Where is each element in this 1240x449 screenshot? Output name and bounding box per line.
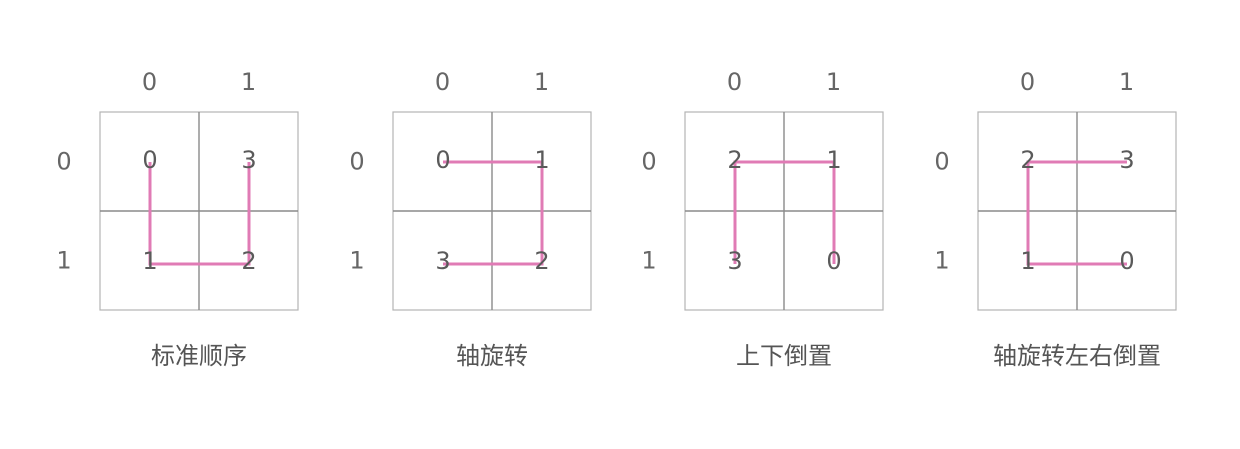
row-label: 1 (349, 247, 364, 275)
row-label: 1 (934, 247, 949, 275)
cell-number: 0 (142, 146, 157, 174)
cell-number: 3 (435, 247, 450, 275)
diagram-panel: 0 1 0 1 2 3 1 0 轴旋转左右倒置 (934, 68, 1177, 370)
row-label: 0 (349, 148, 364, 176)
cell-number: 2 (241, 247, 256, 275)
cell-number: 1 (826, 146, 841, 174)
column-label: 1 (241, 68, 256, 96)
cell-number: 3 (241, 146, 256, 174)
cell-number: 0 (435, 146, 450, 174)
cell-number: 3 (727, 247, 742, 275)
traversal-path (733, 160, 836, 264)
column-label: 1 (534, 68, 549, 96)
cell-number: 1 (534, 146, 549, 174)
cell-number: 1 (142, 247, 157, 275)
row-label: 1 (641, 247, 656, 275)
row-label: 1 (56, 247, 71, 275)
diagram-caption: 标准顺序 (151, 342, 247, 370)
cell-number: 0 (826, 247, 841, 275)
diagram-caption: 轴旋转 (456, 342, 528, 370)
column-label: 1 (1119, 68, 1134, 96)
cell-number: 2 (727, 146, 742, 174)
diagram-panel: 0 1 0 1 0 3 1 2 标准顺序 (56, 68, 299, 370)
cell-number: 2 (1020, 146, 1035, 174)
diagram-panel: 0 1 0 1 0 1 3 2 轴旋转 (349, 68, 592, 370)
column-label: 0 (727, 68, 742, 96)
cell-number: 2 (534, 247, 549, 275)
row-label: 0 (56, 148, 71, 176)
column-label: 0 (1020, 68, 1035, 96)
column-label: 1 (826, 68, 841, 96)
column-label: 0 (435, 68, 450, 96)
row-label: 0 (934, 148, 949, 176)
diagram-caption: 上下倒置 (736, 342, 832, 370)
column-label: 0 (142, 68, 157, 96)
cell-number: 0 (1119, 247, 1134, 275)
row-label: 0 (641, 148, 656, 176)
traversal-path (148, 162, 251, 266)
diagram-caption: 轴旋转左右倒置 (993, 342, 1161, 370)
diagram-panel: 0 1 0 1 2 1 3 0 上下倒置 (641, 68, 884, 370)
traversal-path (443, 160, 544, 266)
cell-number: 3 (1119, 146, 1134, 174)
traversal-path (1026, 160, 1127, 266)
cell-number: 1 (1020, 247, 1035, 275)
